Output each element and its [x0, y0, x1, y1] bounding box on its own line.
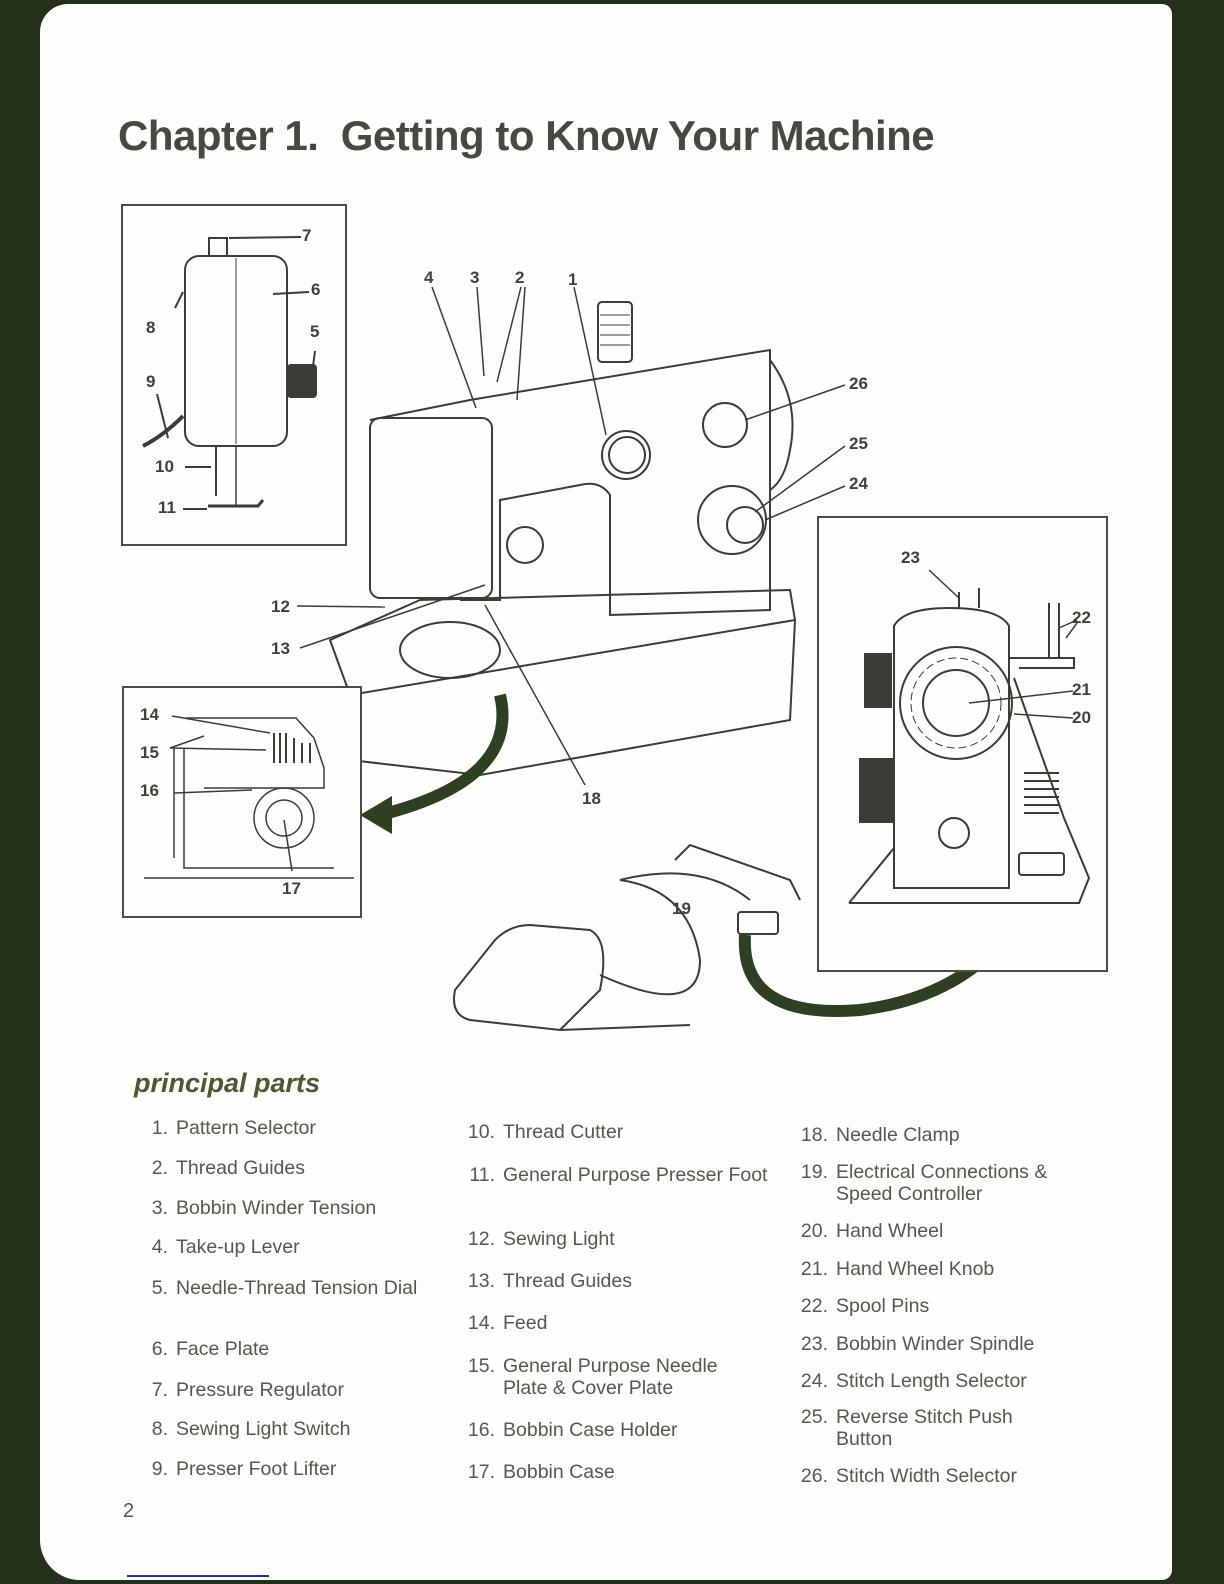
- part-item: 24.Stitch Length Selector: [800, 1370, 1027, 1392]
- face-view-inset: [121, 204, 347, 546]
- callout-16: 16: [140, 781, 159, 800]
- part-item: 1.Pattern Selector: [151, 1117, 316, 1139]
- part-item: 18.Needle Clamp: [800, 1124, 960, 1146]
- face-plate-illustration: [142, 236, 317, 510]
- callout-12: 12: [271, 597, 290, 616]
- part-item: 5.Needle-Thread Tension Dial: [151, 1277, 418, 1299]
- callout-20: 20: [1072, 708, 1091, 727]
- part-item: 4.Take-up Lever: [151, 1236, 300, 1258]
- callout-25: 25: [849, 434, 868, 453]
- callout-10: 10: [155, 457, 174, 476]
- callout-15: 15: [140, 743, 159, 762]
- callout-17: 17: [282, 879, 301, 898]
- part-item: 21.Hand Wheel Knob: [800, 1258, 995, 1280]
- part-item: 22.Spool Pins: [800, 1295, 930, 1317]
- part-item: 23.Bobbin Winder Spindle: [800, 1333, 1035, 1355]
- callout-11: 11: [158, 498, 176, 517]
- callout-4: 4: [424, 268, 434, 287]
- side-view-inset: [817, 516, 1108, 972]
- part-item: 8.Sewing Light Switch: [151, 1418, 351, 1440]
- part-item: 12.Sewing Light: [467, 1228, 615, 1250]
- page-number: 2: [123, 1500, 135, 1522]
- callout-13: 13: [271, 639, 290, 658]
- callout-23: 23: [901, 548, 920, 567]
- part-item: 10.Thread Cutter: [467, 1121, 624, 1143]
- part-item: 11.General Purpose Presser Foot: [469, 1164, 768, 1186]
- callout-8: 8: [146, 318, 156, 337]
- part-item: 3.Bobbin Winder Tension: [151, 1197, 377, 1219]
- callout-24: 24: [849, 474, 868, 493]
- callout-3: 3: [470, 268, 480, 287]
- callout-2: 2: [515, 268, 525, 287]
- callout-19: 19: [672, 899, 691, 918]
- needle-plate-illustration: [144, 715, 354, 879]
- callout-18: 18: [582, 789, 601, 808]
- part-item: 17.Bobbin Case: [467, 1461, 615, 1483]
- callout-14: 14: [140, 705, 159, 724]
- principal-parts-heading: principal parts: [134, 1068, 321, 1098]
- part-item: 9.Presser Foot Lifter: [151, 1458, 337, 1480]
- part-item: 15.General Purpose Needle Plate & Cover …: [467, 1355, 718, 1399]
- part-item: 7.Pressure Regulator: [151, 1379, 344, 1401]
- part-item: 13.Thread Guides: [467, 1270, 632, 1292]
- part-item: 19.Electrical Connections & Speed Contro…: [800, 1161, 1048, 1205]
- callout-1: 1: [568, 270, 578, 289]
- callout-7: 7: [302, 226, 312, 245]
- part-item: 20.Hand Wheel: [800, 1220, 944, 1242]
- callout-5: 5: [310, 322, 320, 341]
- part-item: 25.Reverse Stitch Push Button: [800, 1406, 1013, 1450]
- callout-26: 26: [849, 374, 868, 393]
- part-item: 14.Feed: [467, 1312, 548, 1334]
- hand-wheel-illustration: [848, 569, 1091, 904]
- part-item: 26.Stitch Width Selector: [800, 1465, 1017, 1487]
- needle-plate-inset: [122, 686, 362, 918]
- part-item: 16.Bobbin Case Holder: [467, 1419, 678, 1441]
- footer-rule: [127, 1575, 269, 1577]
- part-item: 2.Thread Guides: [151, 1157, 305, 1179]
- callout-6: 6: [311, 280, 321, 299]
- callout-9: 9: [146, 372, 156, 391]
- callout-21: 21: [1072, 680, 1091, 699]
- chapter-title: Chapter 1. Getting to Know Your Machine: [118, 112, 935, 159]
- part-item: 6.Face Plate: [151, 1338, 270, 1360]
- callout-22: 22: [1072, 608, 1091, 627]
